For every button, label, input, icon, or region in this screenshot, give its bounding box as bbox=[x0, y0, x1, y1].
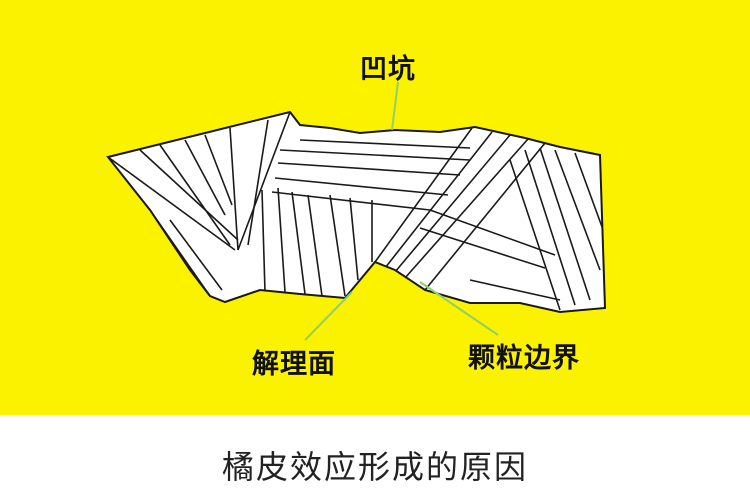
left-grain-lines bbox=[108, 112, 291, 297]
figure-caption: 橘皮效应形成的原因 bbox=[221, 448, 528, 486]
pit-label: 凹坑 bbox=[360, 54, 416, 85]
cleavage-leader-line bbox=[304, 291, 353, 341]
grain-boundary-leader-line bbox=[419, 281, 499, 336]
diagonal-band-lines bbox=[374, 127, 546, 291]
right-grain-lines bbox=[419, 147, 605, 311]
pit-leader-line bbox=[391, 81, 399, 131]
diagram-panel: 凹坑 解理面 颗粒边界 bbox=[0, 0, 750, 415]
cleavage-plane-label: 解理面 bbox=[252, 349, 336, 380]
grain-structure-drawing bbox=[106, 81, 607, 341]
lower-middle-lines bbox=[261, 187, 373, 297]
grain-boundary-label: 颗粒边界 bbox=[468, 343, 580, 374]
